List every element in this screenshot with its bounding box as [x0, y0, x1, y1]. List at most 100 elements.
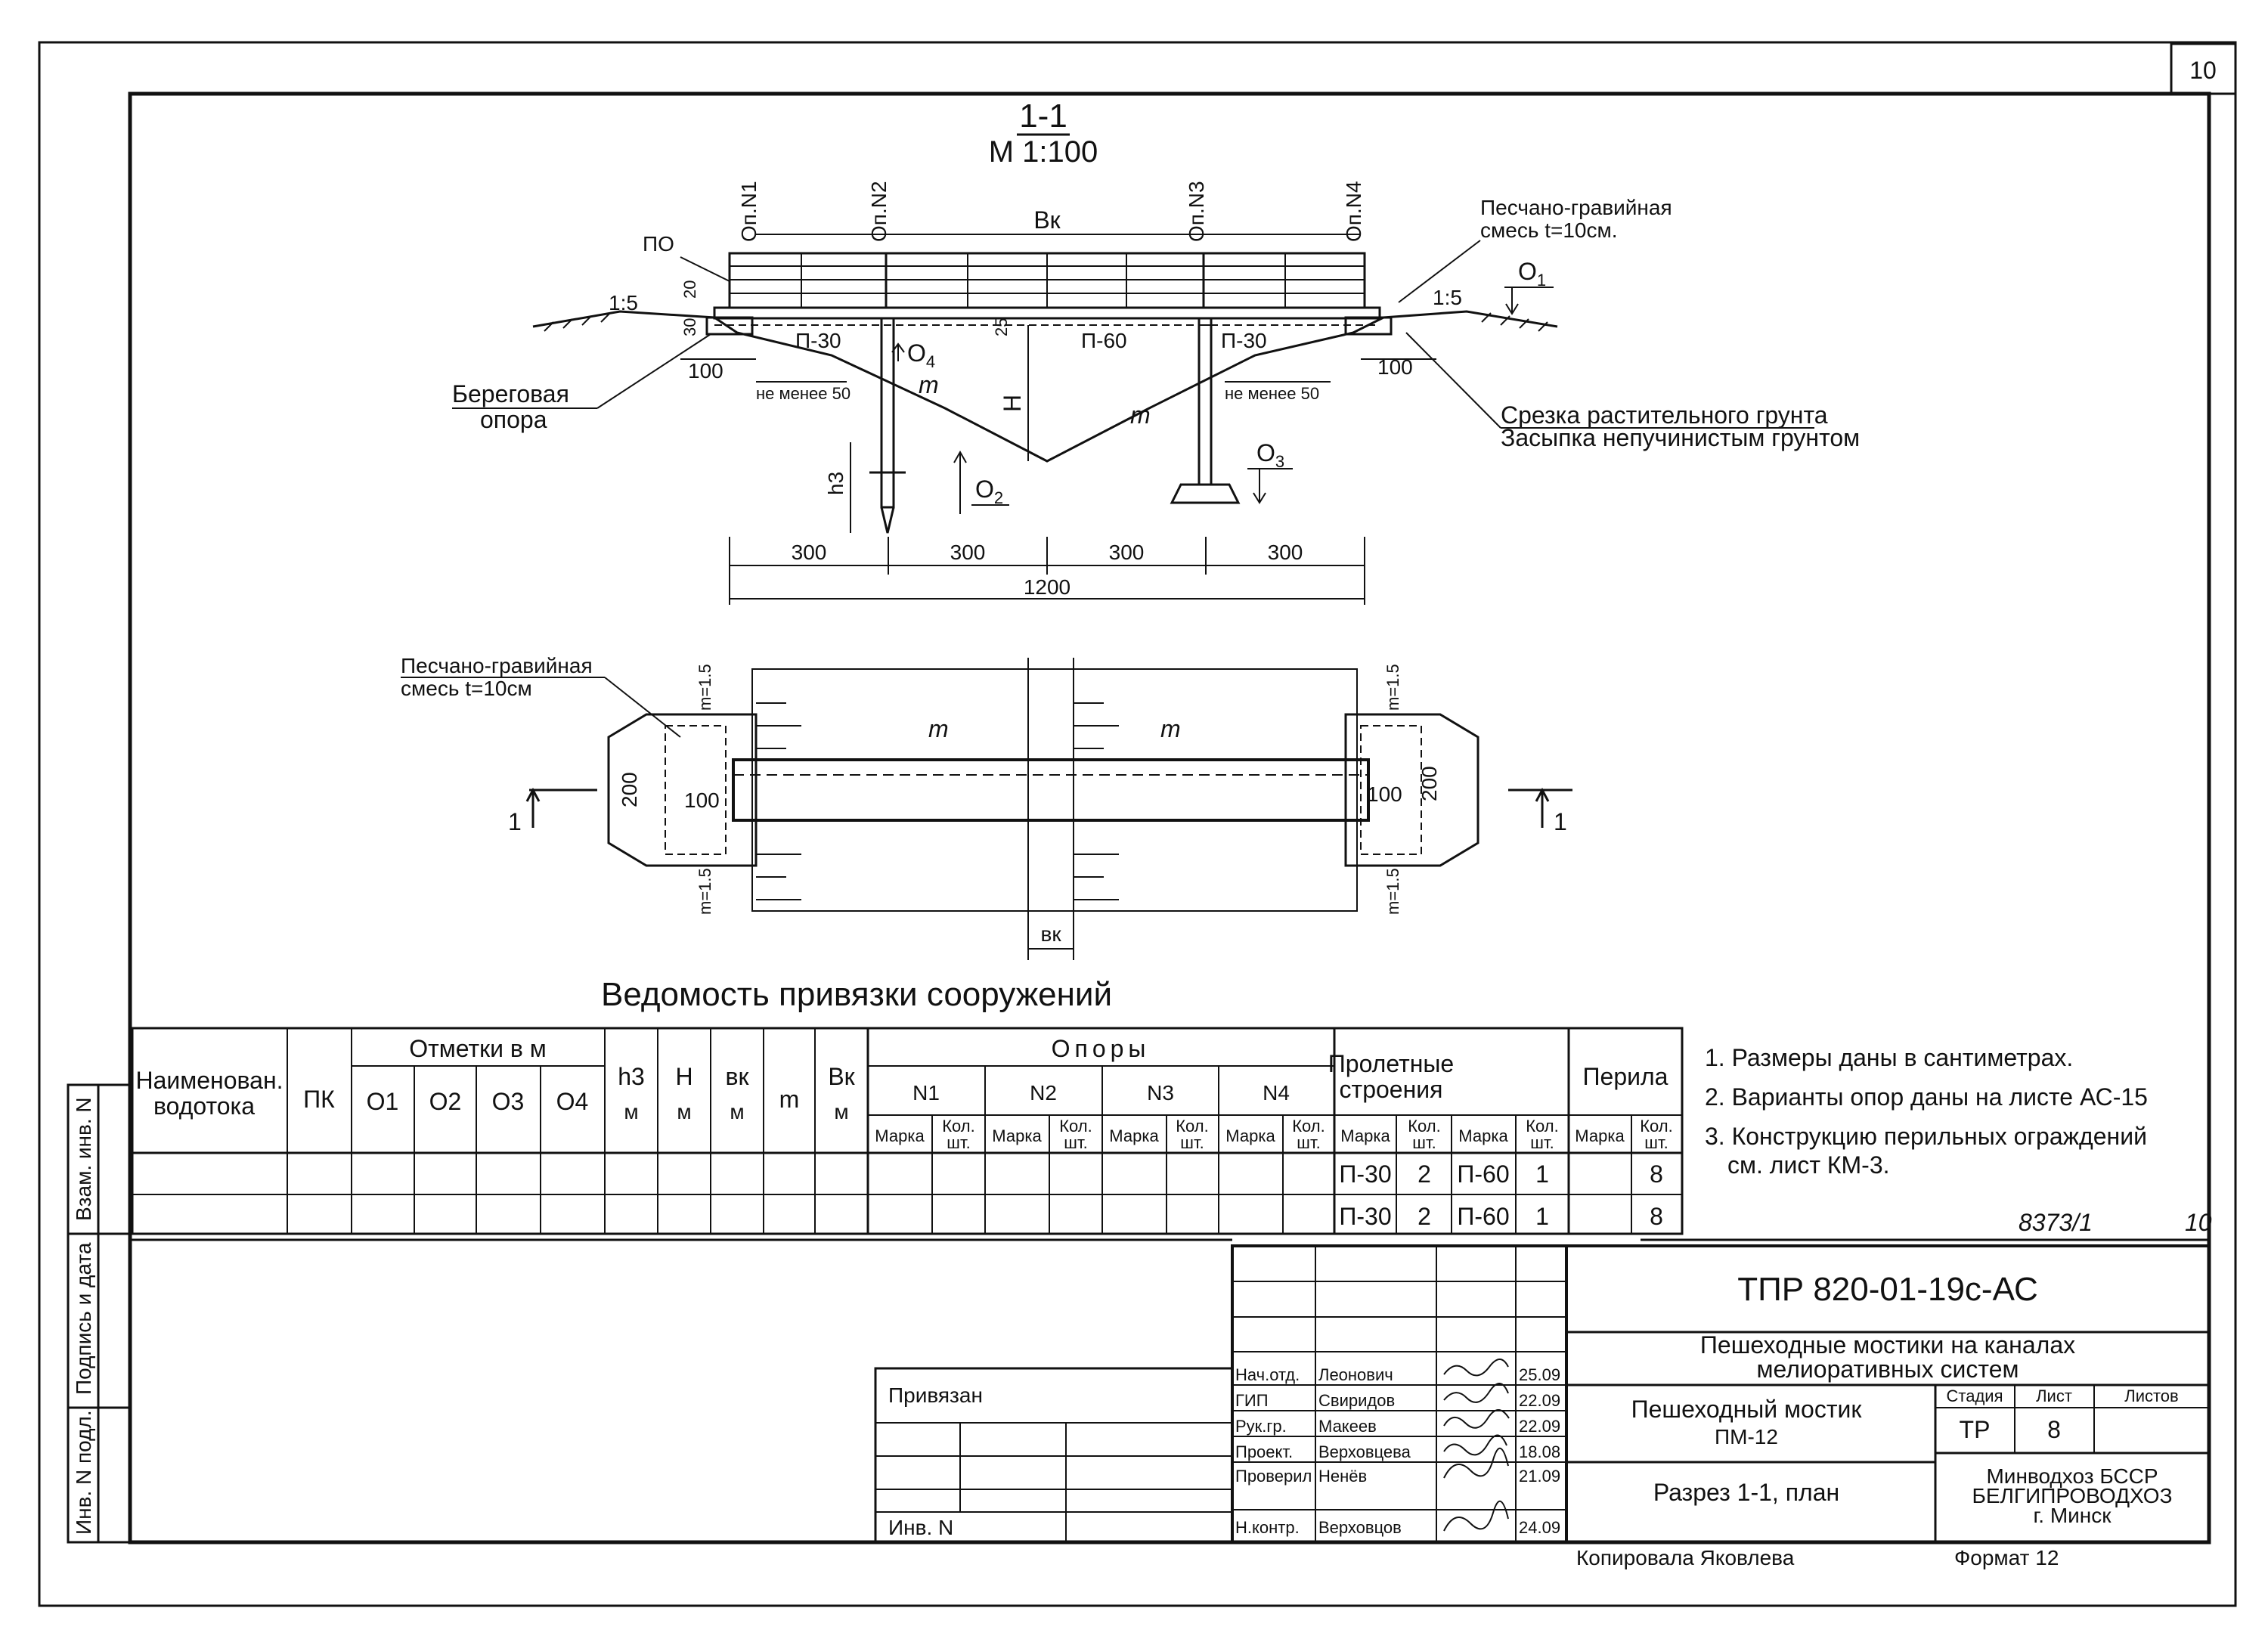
- abutment-label-1: Береговая: [452, 380, 569, 407]
- plan-dim-200-right: 200: [1418, 766, 1441, 801]
- plan-gravel-leader: [604, 677, 681, 738]
- hdr-support-n3: N3: [1147, 1081, 1174, 1105]
- hdr-o4: О4: [556, 1088, 589, 1115]
- hdr-o2: О2: [429, 1088, 462, 1115]
- row1-rail: 8: [1650, 1160, 1663, 1188]
- sub-qty: Кол.: [1526, 1117, 1559, 1136]
- sheets-label: Листов: [2124, 1386, 2178, 1405]
- inv-page: 10: [2185, 1209, 2212, 1236]
- title-frame: [1231, 1244, 2211, 1544]
- sub-mark: Марка: [1575, 1126, 1625, 1145]
- sheet-label: Лист: [2036, 1386, 2072, 1405]
- pier-2-tip: [880, 507, 895, 534]
- sub-qty-unit: шт.: [947, 1133, 970, 1152]
- note-3: 3. Конструкцию перильных ограждений: [1705, 1123, 2147, 1150]
- sheet-name-1: Пешеходный мостик: [1631, 1396, 1863, 1423]
- hdr-rail: Перила: [1583, 1063, 1668, 1090]
- row2-qty2: 1: [1535, 1203, 1549, 1230]
- hdr-m: m: [779, 1086, 800, 1113]
- hdr-Bk-unit: м: [834, 1100, 848, 1123]
- gravel-label-2: смесь t=10см.: [1480, 218, 1618, 242]
- abutment-label-2: опора: [480, 406, 547, 433]
- sub-qty-unit: шт.: [1412, 1133, 1436, 1152]
- sub-qty-unit: шт.: [1530, 1133, 1554, 1152]
- org-2: БЕЛГИПРОВОДХОЗ: [1972, 1484, 2173, 1507]
- notes: 1. Размеры даны в сантиметрах. 2. Вариан…: [1705, 1044, 2148, 1179]
- hdr-name-1: Наименован.: [135, 1067, 283, 1094]
- sub-qty: Кол.: [942, 1117, 975, 1136]
- people-row: Проверил Ненёв 21.09: [1235, 1467, 1560, 1486]
- sub-mark: Марка: [992, 1126, 1042, 1145]
- gravel-leader: [1398, 240, 1481, 303]
- hdr-support-n1: N1: [912, 1081, 940, 1105]
- sub-qty: Кол.: [1176, 1117, 1209, 1136]
- plan-m-right: m: [1160, 715, 1181, 742]
- bound-block: Привязан Инв. N: [874, 1367, 1234, 1544]
- sub-qty: Кол.: [1292, 1117, 1325, 1136]
- plan-approach-left: [607, 713, 758, 867]
- side-stamp-2: Подпись и дата: [72, 1242, 95, 1395]
- section-scale: M 1:100: [989, 135, 1098, 169]
- signature: [1443, 1434, 1507, 1456]
- person-name: Макеев: [1318, 1417, 1377, 1436]
- deck: [713, 306, 1381, 320]
- sub-qty: Кол.: [1059, 1117, 1092, 1136]
- sub-qty-unit: шт.: [1064, 1133, 1087, 1152]
- plan-slope-br: m=1.5: [1383, 868, 1402, 915]
- page-number-box: [2170, 42, 2237, 95]
- dim-20: 20: [680, 280, 699, 299]
- person-role: Проверил: [1235, 1467, 1312, 1486]
- row2-qty1: 2: [1418, 1203, 1431, 1230]
- span-dim-2: 300: [950, 541, 986, 564]
- person-role: ГИП: [1235, 1391, 1269, 1410]
- org-1: Минводхоз БССР: [1986, 1464, 2158, 1488]
- person-role: Проект.: [1235, 1442, 1293, 1461]
- row1-qty2: 1: [1535, 1160, 1549, 1188]
- slope-left: 1:5: [609, 291, 638, 314]
- signature: [1443, 1501, 1509, 1532]
- row2-mark1: П-30: [1339, 1203, 1391, 1230]
- ground-hatch: [544, 312, 1548, 332]
- plan-gravel-1: Песчано-гравийная: [401, 654, 593, 677]
- o3-label: О3: [1256, 439, 1284, 471]
- row1-qty1: 2: [1418, 1160, 1431, 1188]
- sheet-value: 8: [2047, 1416, 2061, 1443]
- po-leader: [680, 256, 730, 282]
- person-date: 18.08: [1519, 1442, 1560, 1461]
- hdr-spans-1: Пролетные: [1328, 1050, 1454, 1077]
- sub-qty-unit: шт.: [1644, 1133, 1668, 1152]
- bound-inv: Инв. N: [888, 1516, 953, 1539]
- person-date: 24.09: [1519, 1518, 1560, 1537]
- bk-label: Вк: [1033, 206, 1061, 234]
- stage-label: Стадия: [1947, 1386, 2003, 1405]
- abutment-right: [1344, 316, 1393, 336]
- schedule-title: Ведомость привязки сооружений: [601, 976, 1112, 1013]
- plan-gravel-2: смесь t=10см: [401, 677, 532, 700]
- span-left: П-30: [795, 329, 841, 352]
- o2-arrow: [953, 450, 967, 514]
- signature: [1443, 1383, 1509, 1403]
- section-1-1: 1-1 M 1:100 Оп.N1 Оп.N2 Оп.N3 Оп.N4 Вк П…: [452, 98, 1860, 605]
- support-label-3: Оп.N3: [1185, 181, 1208, 242]
- org-3: г. Минск: [2033, 1504, 2112, 1527]
- hdr-o1: О1: [367, 1088, 399, 1115]
- hdr-supports: Опоры: [1052, 1035, 1151, 1062]
- sub-headers: Марка Кол. шт. Марка Кол. шт. Марка Кол.…: [875, 1117, 1672, 1152]
- pier-3-footing: [1170, 483, 1241, 504]
- abutment-left: [705, 316, 754, 336]
- hdr-marks: Отметки в м: [409, 1035, 547, 1062]
- m-right: m: [1130, 401, 1151, 429]
- project-line-2: мелиоративных систем: [1756, 1356, 2019, 1383]
- hdr-H-unit: м: [677, 1100, 691, 1123]
- pier-3: [1198, 317, 1213, 486]
- o4-label: О4: [907, 339, 935, 371]
- sub-mark: Марка: [1225, 1126, 1275, 1145]
- note-2: 2. Варианты опор даны на листе АС-15: [1705, 1083, 2148, 1111]
- schedule-border: [131, 1027, 1684, 1235]
- plan-bk: вк: [1040, 922, 1061, 946]
- support-label-2: Оп.N2: [867, 181, 891, 242]
- plan-slope-tl: m=1.5: [696, 664, 714, 711]
- person-role: Нач.отд.: [1235, 1365, 1300, 1384]
- sub-qty: Кол.: [1640, 1117, 1673, 1136]
